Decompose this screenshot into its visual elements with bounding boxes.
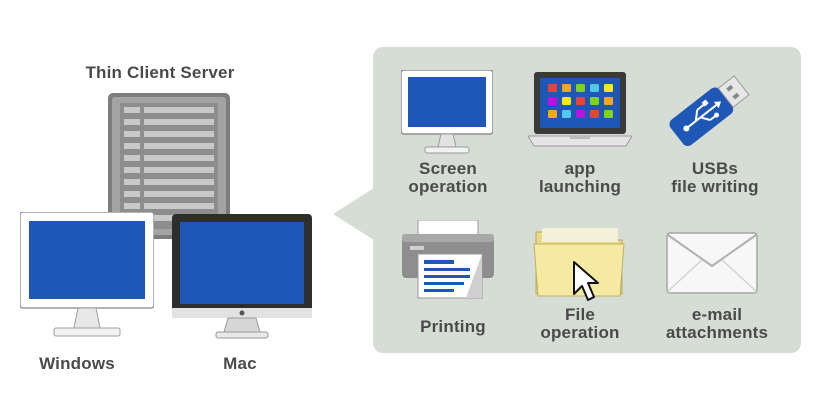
feature-label-printing: Printing bbox=[420, 317, 486, 336]
windows-label: Windows bbox=[39, 354, 115, 373]
folder-cursor-icon bbox=[533, 228, 625, 301]
feature-label-app-launching: app launching bbox=[538, 159, 622, 196]
cursor-icon bbox=[573, 261, 599, 301]
feature-label-file-operation: File operation bbox=[540, 305, 620, 342]
windows-monitor-icon bbox=[20, 212, 154, 337]
callout-pointer bbox=[333, 188, 374, 240]
laptop-apps-icon bbox=[528, 72, 632, 147]
server-label: Thin Client Server bbox=[85, 63, 235, 82]
feature-label-email-attachments: e-mail attachments bbox=[665, 305, 769, 342]
mac-monitor-icon bbox=[172, 214, 312, 339]
usb-drive-icon bbox=[669, 75, 750, 147]
monitor-icon bbox=[401, 70, 493, 154]
feature-label-usbs-file-writing: USBs file writing bbox=[671, 159, 759, 196]
feature-label-screen-operation: Screen operation bbox=[408, 159, 488, 196]
printer-icon bbox=[402, 220, 494, 299]
envelope-icon bbox=[666, 232, 758, 294]
mac-label: Mac bbox=[223, 354, 257, 373]
